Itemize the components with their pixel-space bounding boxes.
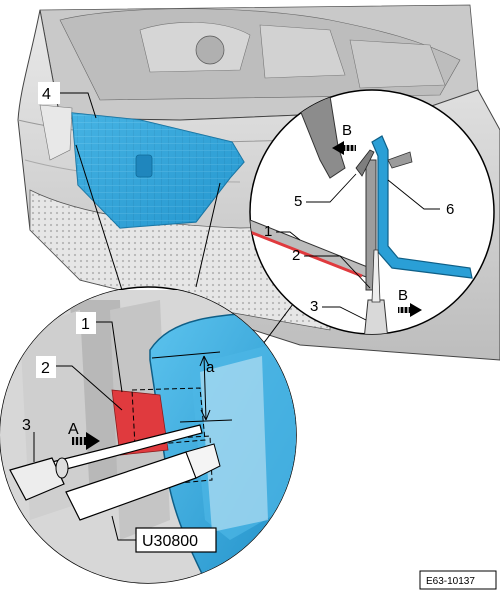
brand-badge-icon <box>135 154 153 178</box>
zoom-lines-lower <box>75 144 221 291</box>
label-6: 6 <box>446 201 454 218</box>
label-2-lower: 2 <box>41 360 50 377</box>
arrow-right-hatched-icon <box>398 303 422 317</box>
tool-label-U30800: U30800 <box>111 515 217 553</box>
reference-code: E63-10137 <box>419 570 497 590</box>
svg-text:U30800: U30800 <box>142 533 198 550</box>
detail-circle-upper: B B 5 6 1 2 3 <box>249 89 495 335</box>
label-B-upper: B <box>342 122 352 139</box>
detail-circle-lower: a 1 2 3 A <box>0 286 297 584</box>
label-5: 5 <box>294 193 302 210</box>
dimension-a <box>151 351 233 423</box>
label-1-upper: 1 <box>264 223 272 240</box>
label-3-lower: 3 <box>22 417 31 434</box>
label-a: a <box>206 359 215 376</box>
arrow-left-hatched-icon <box>332 141 356 155</box>
svg-text:E63-10137: E63-10137 <box>426 576 475 587</box>
label-A: A <box>68 421 79 438</box>
callout-4: 4 <box>38 82 97 119</box>
svg-text:4: 4 <box>42 86 51 103</box>
label-3-upper: 3 <box>310 298 318 315</box>
arrow-right-hatched-icon <box>72 432 100 450</box>
label-2-upper: 2 <box>292 247 300 264</box>
label-1-lower: 1 <box>81 316 90 333</box>
label-B-lower: B <box>398 287 408 304</box>
